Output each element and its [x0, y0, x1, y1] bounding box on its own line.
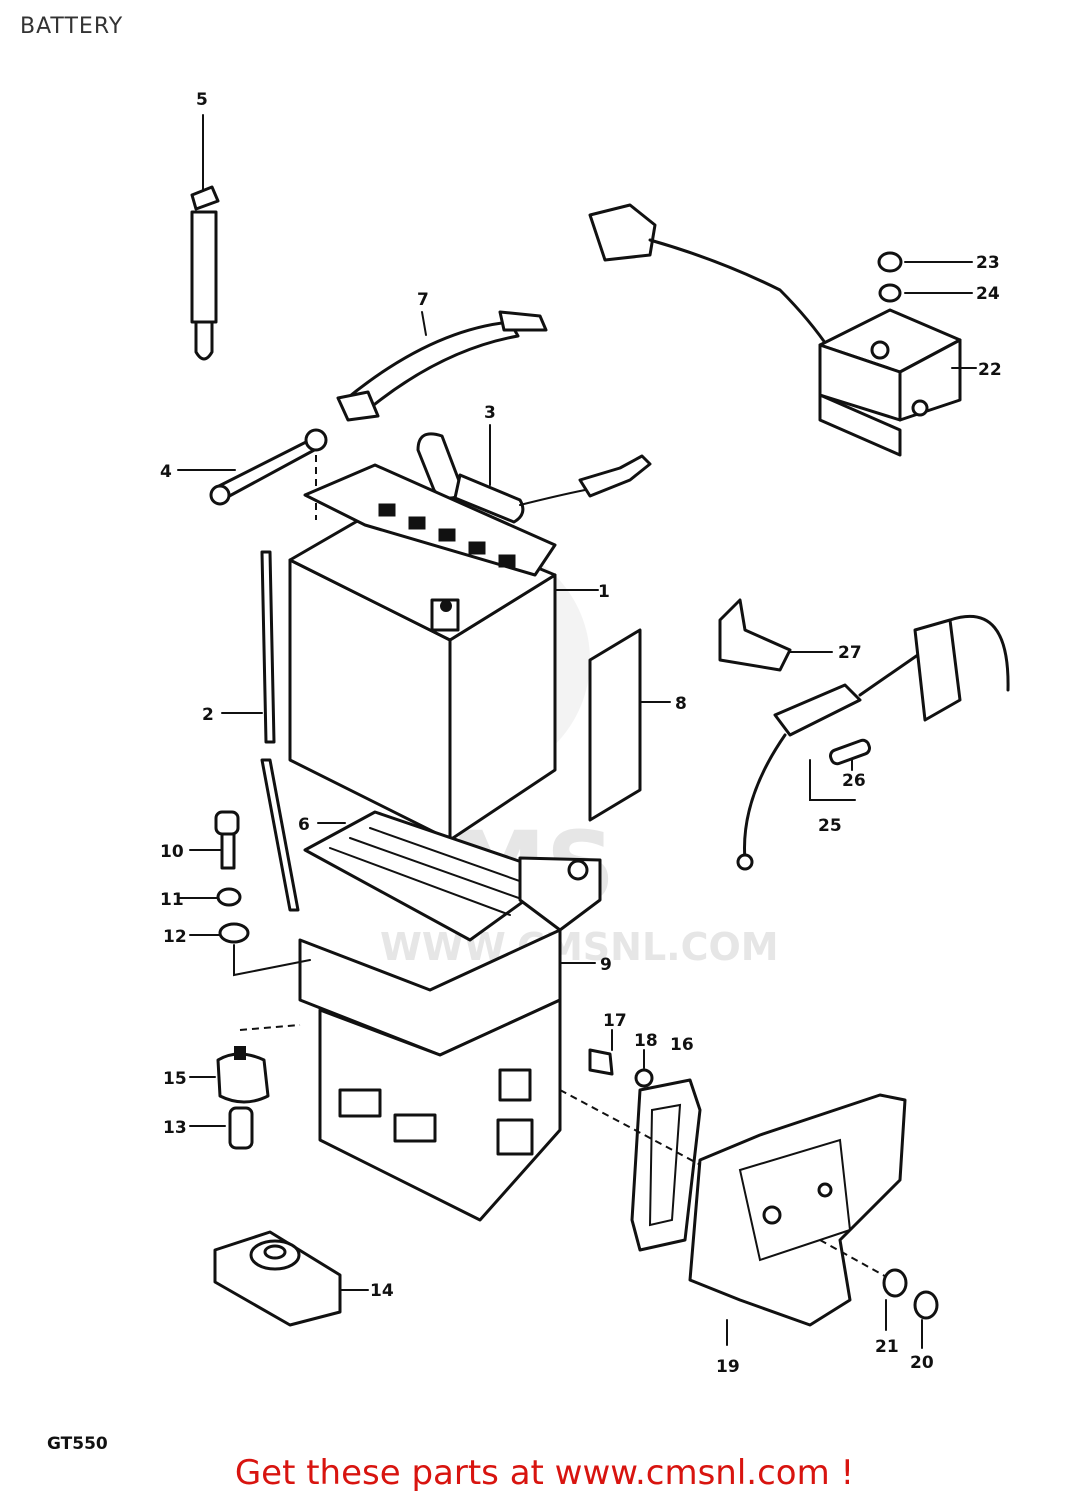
part-22-connector-assembly — [588, 203, 977, 457]
callout-3: 3 — [484, 403, 496, 423]
footer-link[interactable]: Get these parts at www.cmsnl.com ! — [234, 1453, 855, 1493]
callout-14: 14 — [370, 1281, 394, 1301]
part-9-battery-case — [298, 856, 602, 1222]
part-24-washer — [878, 283, 973, 303]
callout-1: 1 — [598, 582, 610, 602]
callout-26: 26 — [842, 771, 866, 791]
part-19-mounting-bracket — [688, 1093, 907, 1346]
part-1-battery — [288, 463, 599, 842]
callout-11: 11 — [160, 890, 184, 910]
callout-23: 23 — [976, 253, 1000, 273]
part-20-nut — [913, 1290, 939, 1349]
callout-2: 2 — [202, 705, 214, 725]
callout-21: 21 — [875, 1337, 899, 1357]
callout-5: 5 — [196, 90, 208, 110]
part-27-fuse-bracket — [718, 598, 833, 672]
part-18-nut — [634, 1049, 654, 1088]
callout-8: 8 — [675, 694, 687, 714]
callout-9: 9 — [600, 955, 612, 975]
part-16-bracket-plate — [559, 1078, 711, 1252]
part-12-washer — [189, 922, 311, 977]
callout-7: 7 — [417, 290, 429, 310]
callout-15: 15 — [163, 1069, 187, 1089]
diagram-title: BATTERY — [20, 14, 124, 39]
callout-6: 6 — [298, 815, 310, 835]
callout-16: 16 — [670, 1035, 694, 1055]
callout-10: 10 — [160, 842, 184, 862]
part-5-breather-pipe — [190, 114, 220, 361]
part-2-vent-hose — [221, 550, 300, 912]
part-21-washer — [882, 1268, 908, 1331]
callout-18: 18 — [634, 1031, 658, 1051]
callout-12: 12 — [163, 927, 187, 947]
part-25-fuse-holder — [736, 614, 1010, 871]
part-26-fuse — [829, 738, 871, 771]
part-4-lead-wire — [177, 428, 328, 520]
callout-20: 20 — [910, 1353, 934, 1373]
callout-13: 13 — [163, 1118, 187, 1138]
part-14-rubber-block — [213, 1230, 369, 1327]
callout-25: 25 — [818, 816, 842, 836]
part-8-battery-label — [588, 628, 671, 822]
watermark-url: WWW.CMSNL.COM — [380, 925, 779, 969]
callout-27: 27 — [838, 643, 862, 663]
part-10-bolt — [189, 810, 240, 870]
part-15-cushion — [189, 1024, 301, 1104]
model-code: GT550 — [47, 1434, 108, 1454]
callout-labels: 5 7 3 4 1 2 8 6 10 11 12 9 17 18 16 15 1… — [160, 90, 1002, 1377]
callout-19: 19 — [716, 1357, 740, 1377]
callout-24: 24 — [976, 284, 1000, 304]
part-7-battery-strap — [336, 310, 548, 422]
part-23-nut — [877, 251, 973, 273]
part-3-terminal-cable — [416, 424, 652, 595]
callout-22: 22 — [978, 360, 1002, 380]
callout-4: 4 — [160, 462, 172, 482]
part-11-spring-washer — [179, 887, 242, 907]
part-17-bolt — [588, 1029, 614, 1076]
callout-17: 17 — [603, 1011, 627, 1031]
part-13-spacer — [189, 1106, 254, 1150]
